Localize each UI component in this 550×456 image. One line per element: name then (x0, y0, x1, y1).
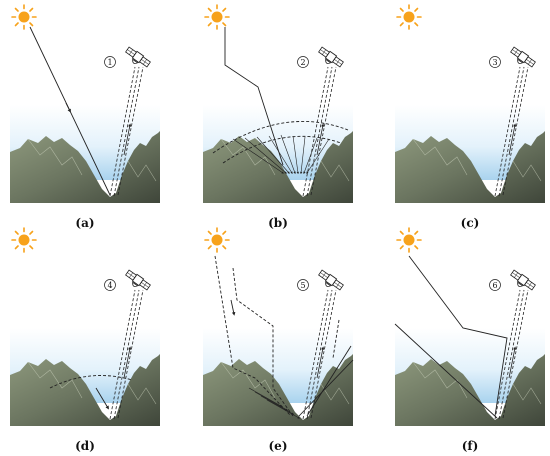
panel-b: 2 (b) (203, 4, 353, 230)
sun-icon (204, 227, 230, 253)
panel-caption: (a) (75, 216, 94, 230)
satellite-icon (315, 268, 345, 295)
scenario-number: 4 (107, 281, 112, 290)
panel-f: 6 (f) (394, 227, 545, 453)
scenario-number-badge (297, 279, 309, 291)
sun-icon (396, 4, 422, 30)
terrain-ridges (220, 361, 350, 405)
panel-caption: (c) (461, 216, 480, 230)
satellite-icon (122, 45, 152, 72)
sun-icon (11, 4, 37, 30)
sensor-view-path (494, 289, 529, 420)
scenario-number: 3 (492, 58, 497, 67)
scenario-number: 5 (300, 281, 305, 290)
panel-e: 5 (e) (203, 227, 354, 453)
satellite-icon (507, 268, 537, 295)
sensor-view-path (109, 289, 144, 420)
panel-caption: (f) (462, 439, 479, 453)
panel-a: 1 (a) (10, 4, 160, 230)
satellite-icon (507, 45, 537, 72)
sensor-view-path (302, 66, 337, 197)
satellite-icon (315, 45, 345, 72)
terrain-ridges (220, 138, 350, 182)
terrain-ridges (27, 361, 157, 405)
panel-caption: (b) (268, 216, 288, 230)
scenario-number-badge (489, 56, 501, 68)
sun-icon (11, 227, 37, 253)
sensor-view-path (302, 289, 337, 420)
sensor-view-path (494, 66, 529, 197)
satellite-icon (122, 268, 152, 295)
scenario-number-badge (297, 56, 309, 68)
scenario-number: 2 (300, 58, 305, 67)
panel-caption: (d) (75, 439, 95, 453)
panel-caption: (e) (269, 439, 288, 453)
panel-c: 3 (c) (395, 4, 545, 230)
terrain-ridges (412, 138, 542, 182)
scenario-number: 1 (107, 58, 112, 67)
sun-icon (204, 4, 230, 30)
sun-icon (396, 227, 422, 253)
scenario-number: 6 (492, 281, 497, 290)
radiation-rays (29, 26, 111, 196)
scenario-number-badge (489, 279, 501, 291)
sensor-view-path (109, 66, 144, 197)
radiation-rays (49, 375, 133, 410)
radiation-rays (214, 255, 354, 419)
terrain-ridges (27, 138, 157, 182)
panel-d: 4 (d) (10, 227, 160, 453)
scenario-number-badge (104, 56, 116, 68)
radiation-rays (394, 255, 508, 419)
scenario-number-badge (104, 279, 116, 291)
radiation-rays (212, 27, 349, 175)
